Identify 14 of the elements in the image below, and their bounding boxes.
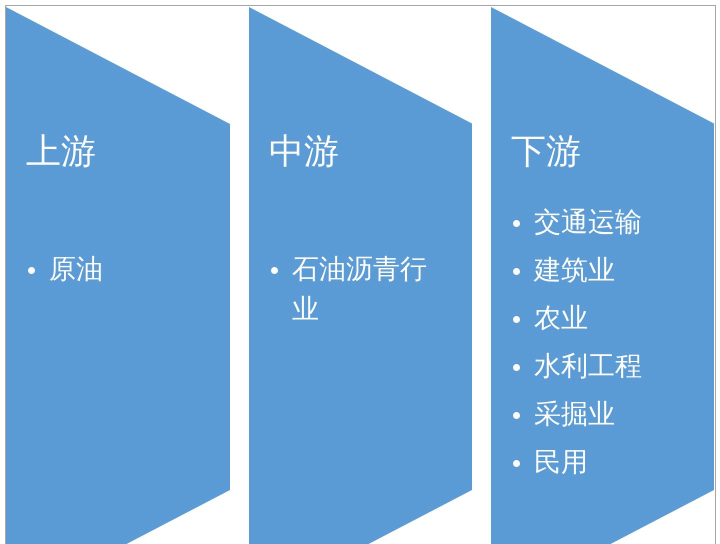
list-item-text: 石油沥青行业: [292, 253, 428, 327]
chevron-panel: [6, 7, 230, 544]
stage-heading: 上游: [26, 131, 96, 173]
list-item-text: 原油: [49, 253, 103, 287]
list-item-text: 采掘业: [534, 398, 615, 432]
list-item-text: 建筑业: [534, 254, 615, 288]
chevron-panel: [491, 7, 714, 544]
list-item-text: 水利工程: [534, 350, 642, 384]
chevron-panel: [249, 7, 472, 544]
list-item-text: 交通运输: [534, 206, 642, 240]
stage-heading: 中游: [269, 131, 339, 173]
list-item-text: 民用: [534, 446, 588, 480]
stage-heading: 下游: [511, 131, 581, 173]
list-item-text: 农业: [534, 302, 588, 336]
